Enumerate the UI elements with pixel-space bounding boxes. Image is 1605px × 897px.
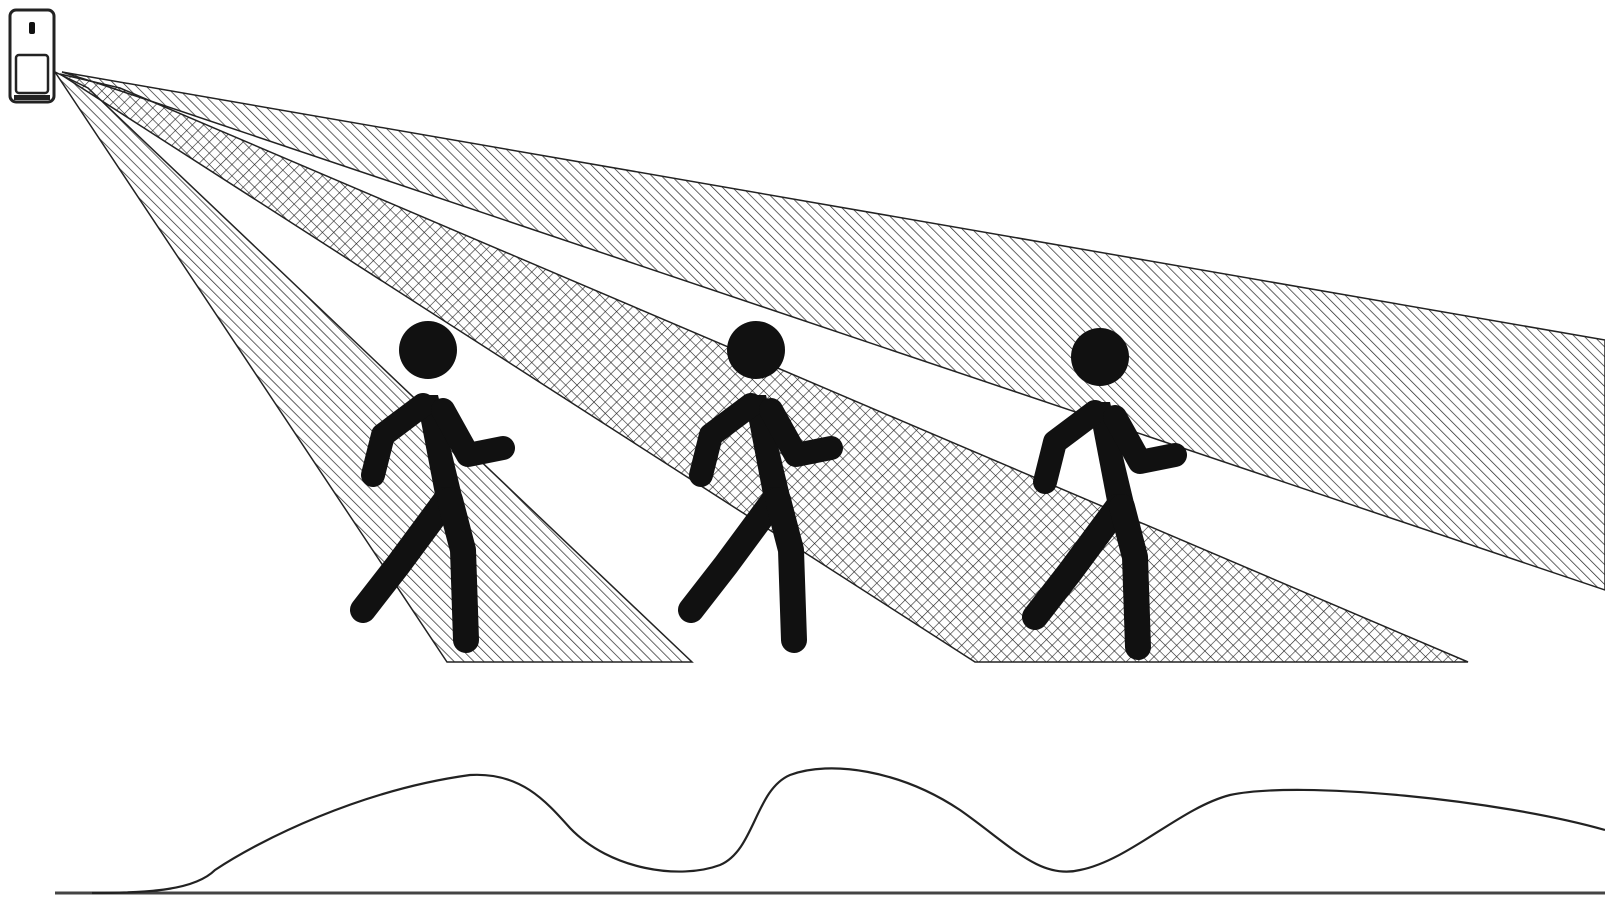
- signal-waveform: [55, 768, 1605, 893]
- waveform-curve: [92, 768, 1605, 893]
- pir-motion-sensor-icon: [10, 10, 54, 102]
- detection-zones: [55, 72, 1605, 662]
